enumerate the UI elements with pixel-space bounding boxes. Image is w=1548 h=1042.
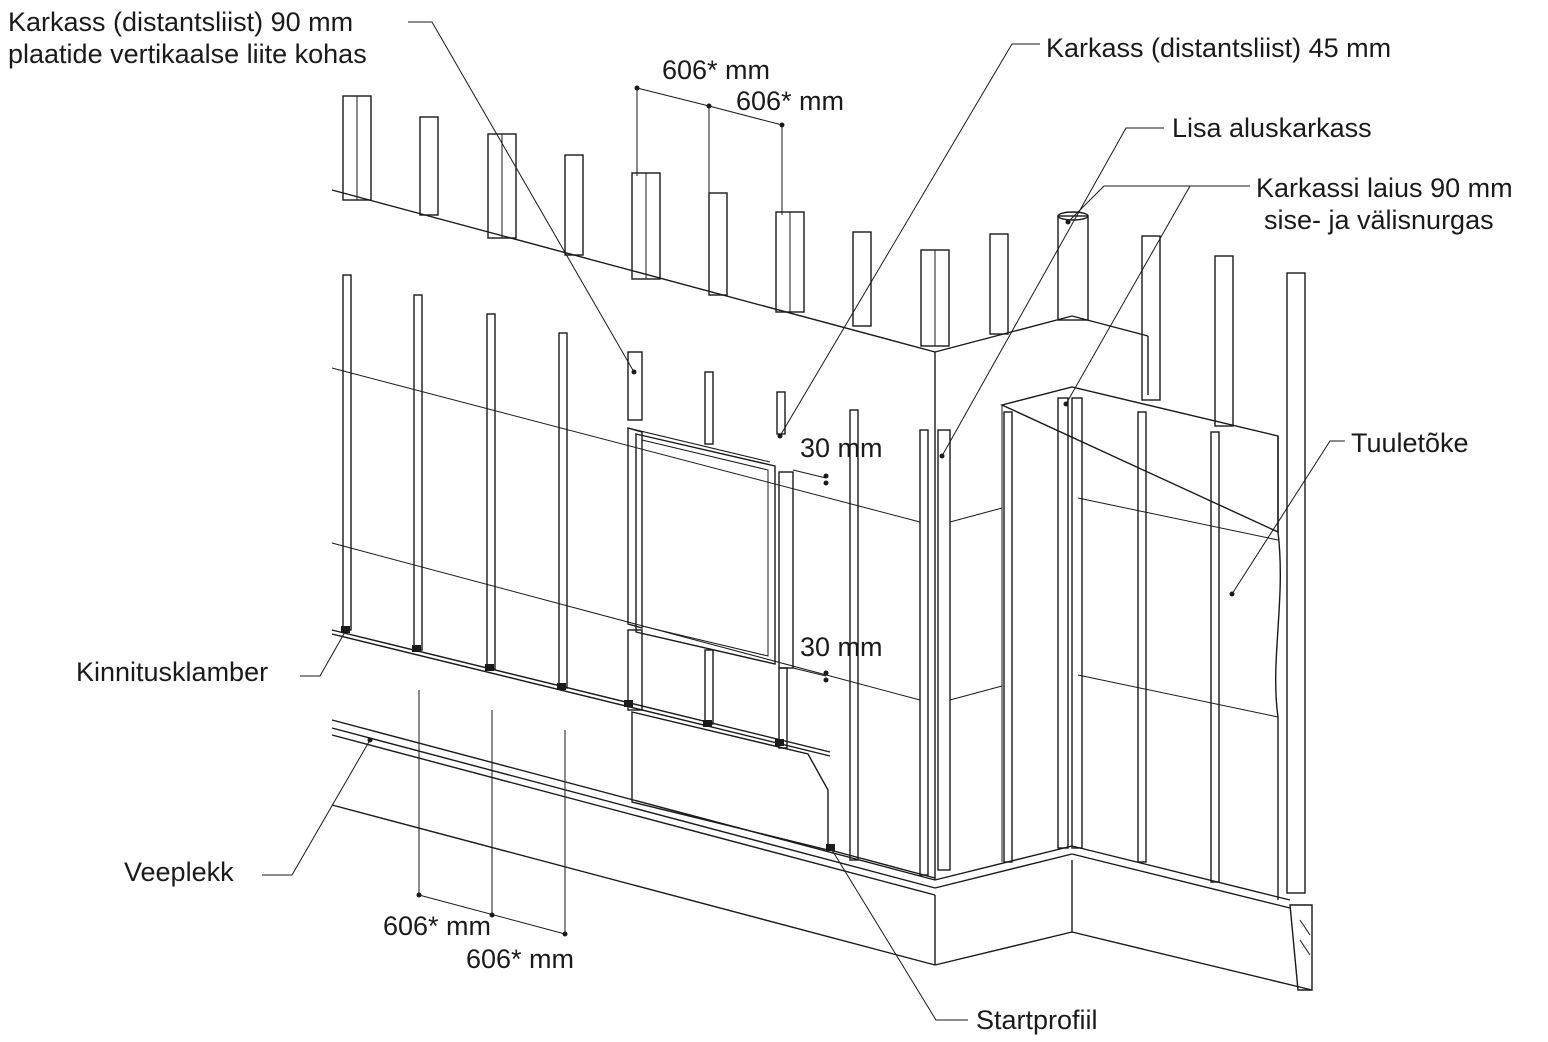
wall-top-edge xyxy=(331,189,936,353)
label-karkass-90-line2: plaatide vertikaalse liite kohas xyxy=(8,39,367,69)
label-veeplekk: Veeplekk xyxy=(124,857,234,887)
dim-606-top xyxy=(634,85,785,215)
lower-studs-right xyxy=(999,386,1279,883)
label-dim-606-bottom-a: 606* mm xyxy=(383,911,492,941)
wind-barrier-edge xyxy=(1274,436,1282,900)
label-dim-606-bottom-b: 606* mm xyxy=(466,944,575,974)
label-lisa-aluskarkass: Lisa aluskarkass xyxy=(1172,113,1372,143)
dim-606-bottom xyxy=(416,690,568,937)
label-kinnitusklamber: Kinnitusklamber xyxy=(76,657,269,687)
label-gap-30-top: 30 mm xyxy=(800,433,883,463)
leader-lines xyxy=(262,21,1345,1021)
mounting-clips xyxy=(341,626,835,851)
lower-studs-left xyxy=(342,274,951,876)
upper-studs xyxy=(342,95,1306,894)
label-dim-606-top-b: 606* mm xyxy=(736,86,845,116)
label-startprofiil: Startprofiil xyxy=(976,1005,1098,1035)
label-tuuletoke: Tuuletõke xyxy=(1351,428,1469,458)
label-karkassi-laius-line2: sise- ja välisnurgas xyxy=(1264,205,1494,235)
label-karkassi-laius-line1: Karkassi laius 90 mm xyxy=(1256,173,1513,203)
label-gap-30-bottom: 30 mm xyxy=(800,632,883,662)
label-karkass-90-line1: Karkass (distantsliist) 90 mm xyxy=(8,7,354,37)
label-karkass-45: Karkass (distantsliist) 45 mm xyxy=(1046,33,1392,63)
label-dim-606-top-a: 606* mm xyxy=(662,55,771,85)
window-opening xyxy=(627,427,776,665)
